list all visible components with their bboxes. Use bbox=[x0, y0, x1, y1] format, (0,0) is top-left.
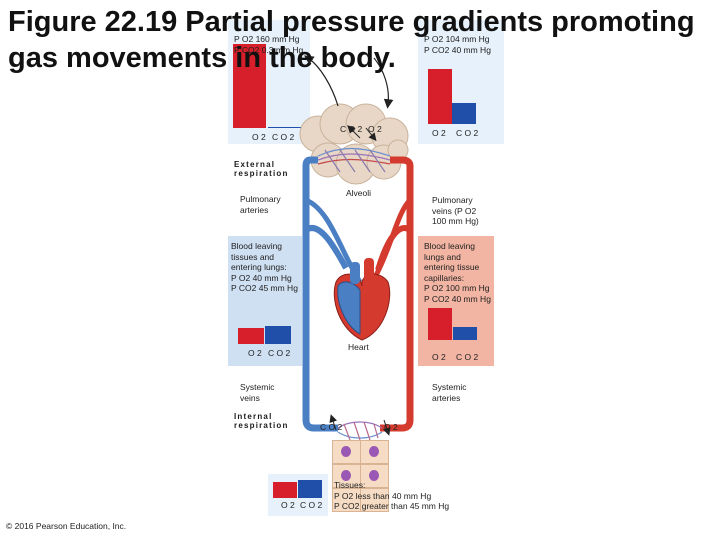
alveoli-co2-label: C O 2 bbox=[456, 128, 479, 138]
external-respiration-label: External respiration bbox=[234, 160, 289, 178]
alveoli-o2-label: O 2 bbox=[432, 128, 446, 138]
inspired-air-po2: P O2 160 mm Hg bbox=[234, 34, 300, 44]
bar-venous-o2 bbox=[238, 328, 264, 344]
bar-inspired-o2 bbox=[233, 44, 266, 128]
title-line-1: Figure 22.19 Partial pressure gradients … bbox=[8, 6, 695, 38]
alveoli-co2-gas-label: C O 2 bbox=[340, 124, 363, 134]
arterial-vessel bbox=[380, 156, 414, 432]
alveoli-cluster bbox=[299, 103, 409, 185]
tissue-o2-label: O 2 bbox=[281, 500, 295, 510]
title-line-2: gas movements in the body. bbox=[8, 42, 396, 74]
venous-vessel bbox=[302, 156, 338, 432]
pulmonary-arteries-label: Pulmonary arteries bbox=[240, 194, 281, 215]
alveoli-o2-gas-label: O 2 bbox=[368, 124, 382, 134]
copyright-notice: © 2016 Pearson Education, Inc. bbox=[6, 521, 127, 531]
inspired-air-pco2: P CO2 0.3 mm Hg bbox=[234, 45, 304, 55]
venous-co2-label: C O 2 bbox=[268, 348, 291, 358]
systemic-veins-label: Systemic veins bbox=[240, 382, 275, 403]
systemic-arteries-label: Systemic arteries bbox=[432, 382, 467, 403]
tissue-co2-label: C O 2 bbox=[300, 500, 323, 510]
alveoli-label: Alveoli bbox=[346, 188, 372, 198]
alveoli-po2: P O2 104 mm Hg bbox=[424, 34, 490, 44]
arterial-blood-panel bbox=[418, 236, 494, 366]
venous-o2-label: O 2 bbox=[248, 348, 262, 358]
venous-blood-panel bbox=[228, 236, 302, 366]
bar-alveoli-co2 bbox=[452, 103, 476, 124]
alveoli-pco2: P CO2 40 mm Hg bbox=[424, 45, 491, 55]
bar-alveoli-o2 bbox=[428, 69, 452, 124]
tissue-cells bbox=[332, 440, 389, 520]
tissue-co2-gas-label: C O 2 bbox=[320, 422, 343, 432]
pulmonary-veins-label: Pulmonary veins (P O2 100 mm Hg) bbox=[432, 195, 479, 226]
heart-illustration bbox=[333, 258, 391, 341]
pulmonary-capillaries bbox=[317, 147, 391, 173]
arterial-co2-label: C O 2 bbox=[456, 352, 479, 362]
blood-leaving-tissues-text: Blood leaving tissues and entering lungs… bbox=[231, 241, 298, 293]
inspired-o2-label: O 2 bbox=[252, 132, 266, 142]
heart-label: Heart bbox=[348, 342, 369, 352]
bar-arterial-o2 bbox=[428, 308, 452, 340]
bar-tissue-o2 bbox=[273, 482, 297, 498]
arterial-o2-label: O 2 bbox=[432, 352, 446, 362]
bar-inspired-co2 bbox=[268, 127, 301, 128]
tissue-o2-gas-label: O 2 bbox=[384, 422, 398, 432]
bar-venous-co2 bbox=[265, 326, 291, 344]
inspired-co2-label: C O 2 bbox=[272, 132, 295, 142]
bar-arterial-co2 bbox=[453, 327, 477, 340]
bar-tissue-co2 bbox=[298, 480, 322, 498]
systemic-capillaries bbox=[337, 421, 383, 441]
page-title: Figure 22.19 Partial pressure gradients … bbox=[8, 4, 720, 76]
internal-respiration-label: Internal respiration bbox=[234, 412, 289, 430]
tissues-text: Tissues: P O2 less than 40 mm Hg P CO2 g… bbox=[334, 480, 450, 511]
blood-leaving-lungs-text: Blood leaving lungs and entering tissue … bbox=[424, 241, 491, 304]
